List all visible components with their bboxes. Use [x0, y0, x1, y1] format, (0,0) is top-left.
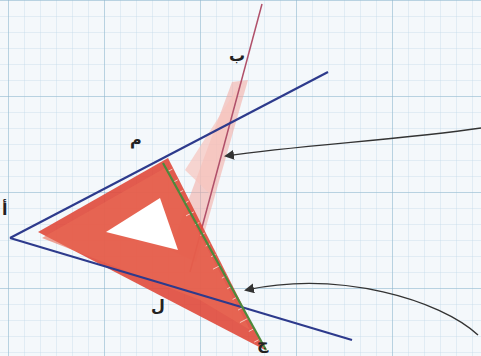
- pointer-arrow: [246, 284, 478, 335]
- set-square-light: [185, 84, 240, 196]
- point-label: ب: [229, 48, 245, 64]
- set-square: [38, 158, 265, 350]
- point-label: ل: [151, 298, 165, 314]
- perpendicular-line: [163, 163, 266, 350]
- point-label: أ: [2, 202, 7, 218]
- pointer-arrow: [226, 128, 481, 156]
- set-square-edge: [42, 168, 250, 330]
- ray-aj: [10, 238, 352, 340]
- ray-ab: [10, 72, 328, 238]
- point-label: ج: [257, 336, 269, 352]
- ruler-tick: [249, 329, 253, 331]
- point-label: م: [130, 132, 142, 148]
- set-square-hole: [106, 198, 178, 250]
- ruler-tick: [240, 319, 248, 323]
